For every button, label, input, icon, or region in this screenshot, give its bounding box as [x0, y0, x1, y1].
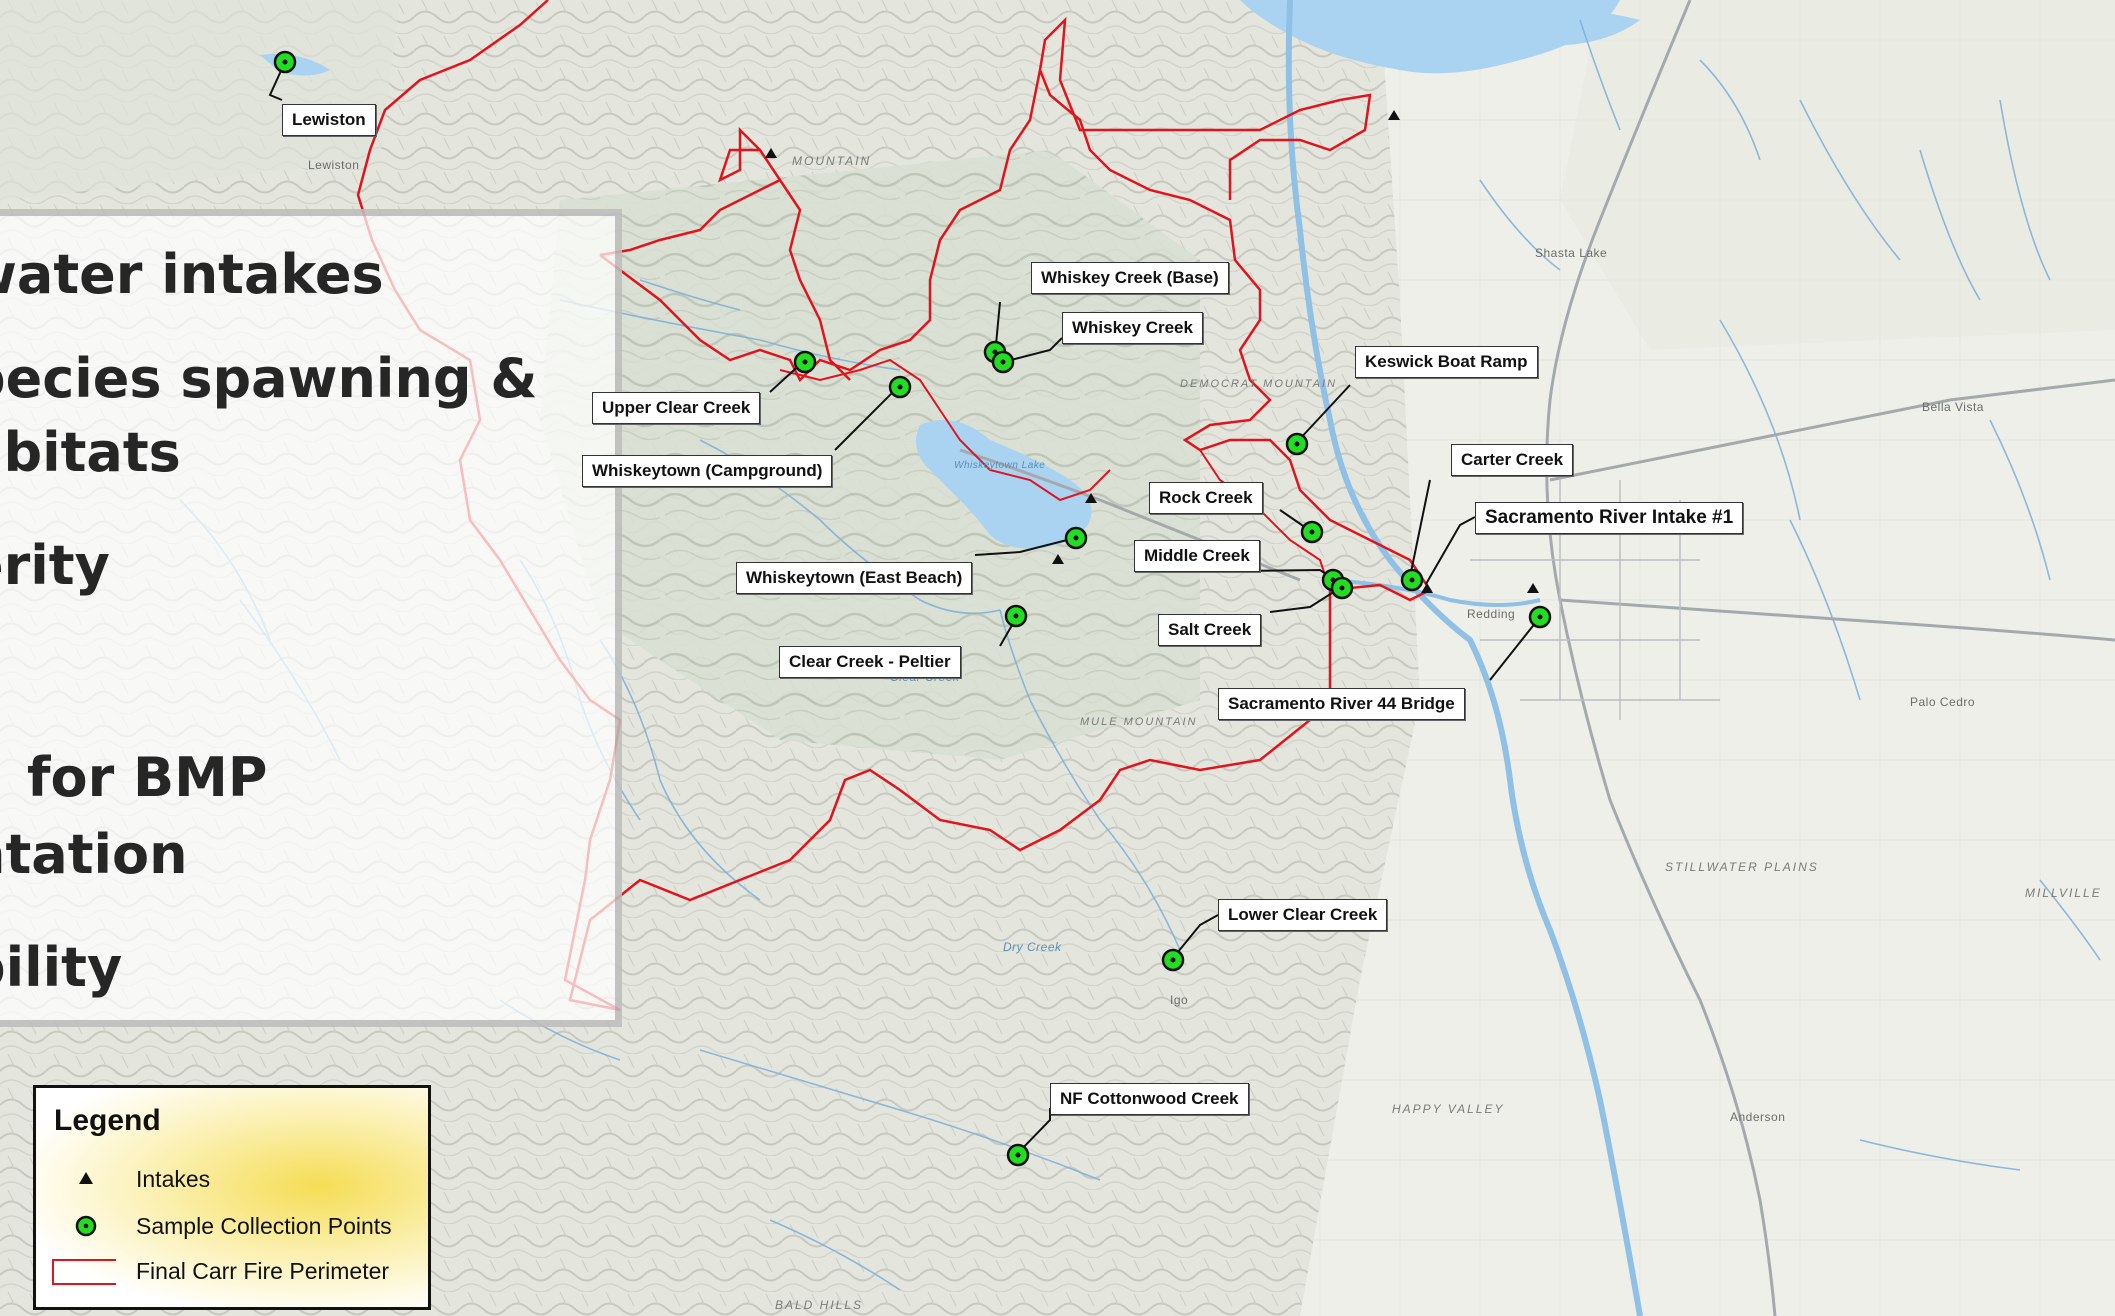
legend-label: Final Carr Fire Perimeter	[136, 1258, 390, 1284]
place-label: Redding	[1467, 607, 1516, 621]
sample-label[interactable]: Salt Creek	[1158, 614, 1262, 646]
sample-label[interactable]: Clear Creek - Peltier	[779, 646, 961, 678]
place-label: DEMOCRAT MOUNTAIN	[1180, 378, 1338, 390]
place-label: Palo Cedro	[1910, 695, 1976, 709]
legend-item-sample-points: Sample Collection Points	[36, 1208, 428, 1244]
bullet-text: water intakes	[0, 243, 384, 306]
legend-item-fire-perimeter: Final Carr Fire Perimeter	[36, 1253, 428, 1289]
map-legend: Legend Intakes Sample Collection Points …	[33, 1085, 431, 1310]
legend-item-intakes: Intakes	[36, 1161, 428, 1197]
triangle-icon	[79, 1172, 93, 1184]
sample-label[interactable]: Whiskeytown (East Beach)	[736, 562, 973, 594]
place-label: MOUNTAIN	[792, 154, 872, 168]
sample-label[interactable]: Keswick Boat Ramp	[1355, 346, 1538, 378]
sample-label[interactable]: Whiskey Creek (Base)	[1031, 262, 1229, 294]
sample-label[interactable]: Lewiston	[282, 104, 376, 136]
sample-label[interactable]: NF Cottonwood Creek	[1050, 1083, 1249, 1115]
place-label: Shasta Lake	[1535, 246, 1608, 260]
green-circle-icon	[75, 1215, 97, 1237]
sample-label[interactable]: Carter Creek	[1451, 444, 1574, 476]
sample-label[interactable]: Whiskeytown (Campground)	[582, 455, 833, 487]
sample-label[interactable]: Sacramento River Intake #1	[1475, 502, 1744, 534]
place-label: Igo	[1170, 993, 1189, 1007]
sample-label[interactable]: Rock Creek	[1149, 482, 1263, 514]
place-label: MULE MOUNTAIN	[1080, 716, 1198, 728]
place-label: Lewiston	[308, 158, 360, 172]
place-label: Bella Vista	[1922, 400, 1984, 414]
sample-label[interactable]: Middle Creek	[1134, 540, 1260, 572]
place-label: Whiskeytown Lake	[954, 460, 1046, 471]
info-overlay-panel: water intakes pecies spawning & abitats …	[0, 209, 622, 1027]
sample-label[interactable]: Upper Clear Creek	[592, 392, 761, 424]
sample-label[interactable]: Sacramento River 44 Bridge	[1218, 688, 1465, 720]
sample-points	[273, 50, 1552, 1167]
sample-label[interactable]: Lower Clear Creek	[1218, 899, 1388, 931]
red-outline-box-icon	[52, 1259, 116, 1285]
legend-title: Legend	[54, 1104, 161, 1137]
bullet-text: erity	[0, 534, 110, 597]
place-label: HAPPY VALLEY	[1392, 1102, 1505, 1116]
legend-label: Intakes	[136, 1166, 211, 1192]
legend-label: Sample Collection Points	[136, 1213, 392, 1239]
bullet-text: abitats	[0, 421, 181, 484]
bullet-text: for BMP	[27, 746, 268, 809]
bullet-text: pecies spawning &	[0, 347, 538, 410]
place-label: Anderson	[1730, 1110, 1786, 1124]
intake-markers	[765, 110, 1539, 593]
place-label: BALD HILLS	[775, 1298, 864, 1312]
bullet-text: ntation	[0, 823, 188, 886]
place-label: Dry Creek	[1003, 940, 1062, 954]
bullet-text: bility	[0, 936, 123, 999]
place-label: STILLWATER PLAINS	[1665, 860, 1819, 874]
place-label: MILLVILLE	[2025, 886, 2102, 900]
sample-label[interactable]: Whiskey Creek	[1062, 312, 1203, 344]
